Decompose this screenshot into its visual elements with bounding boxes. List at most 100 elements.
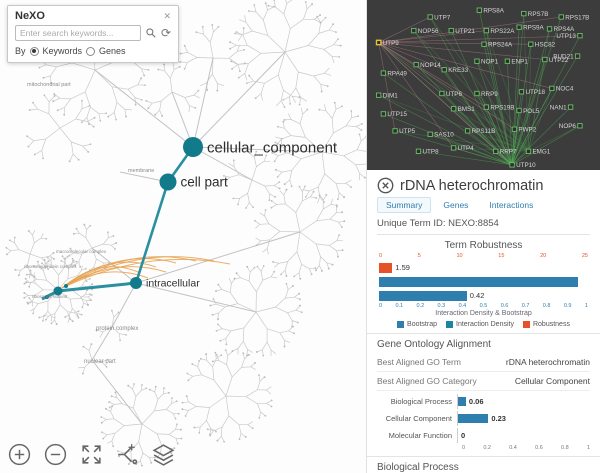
gene-node-pwp2[interactable] [511, 126, 518, 132]
search-panel: NeXO ✕ ⟳ By Keywords Genes [7, 5, 179, 63]
network-edge [467, 130, 529, 152]
expand-tree-icon[interactable] [114, 441, 141, 468]
layers-icon[interactable] [150, 441, 177, 468]
gene-node-nop56[interactable] [411, 27, 417, 34]
radio-genes[interactable] [86, 46, 96, 56]
gene-node-bms1[interactable] [450, 106, 457, 112]
gene-node-emg1[interactable] [525, 148, 532, 154]
gene-node-utp5[interactable] [392, 128, 398, 134]
tree-leaf-dot [306, 108, 309, 111]
biological-process-section-title: Biological Process [377, 462, 459, 473]
gene-label: NOP14 [420, 62, 441, 69]
gene-node-utp7[interactable] [427, 14, 433, 20]
term-node-cellular-component[interactable] [183, 137, 203, 157]
zoom-out-icon[interactable] [42, 441, 69, 468]
zoom-in-icon[interactable] [6, 441, 33, 468]
gene-node-nop1[interactable] [474, 58, 480, 64]
gene-node-kre33[interactable] [441, 67, 447, 73]
gene-node-hsc82[interactable] [528, 41, 534, 47]
gene-node-rps11b[interactable] [464, 128, 471, 134]
gene-node-rrp7[interactable] [493, 148, 499, 154]
term-node-small[interactable] [45, 295, 49, 299]
fit-to-screen-icon[interactable] [78, 441, 105, 468]
legend-item: Bootstrap [397, 321, 437, 328]
tree-leaf-dot [71, 257, 74, 260]
tree-leaf-dot [89, 299, 92, 301]
gene-node-enp1[interactable] [504, 58, 511, 64]
close-detail-icon[interactable] [377, 177, 394, 194]
gene-label: UTP7 [434, 14, 451, 21]
tree-leaf-dot [101, 431, 103, 434]
gene-node-rps8a[interactable] [476, 7, 482, 13]
gene-node-rps24a[interactable] [481, 41, 487, 47]
gene-node-sas10[interactable] [427, 131, 433, 137]
search-input[interactable] [15, 25, 141, 41]
gene-label: NOP1 [481, 59, 499, 66]
gene-node-rps4a[interactable] [546, 26, 553, 32]
robustness-axis-title: Interaction Density & Bootstrap [435, 310, 532, 317]
radio-keywords[interactable] [29, 46, 39, 56]
gene-node-utp18[interactable] [518, 89, 525, 95]
tree-leaf-dot [64, 316, 67, 318]
gene-node-bud21[interactable] [574, 53, 581, 59]
term-node-intracellular[interactable] [130, 277, 142, 289]
alignment-row-label: Best Aligned GO Term [377, 357, 461, 367]
by-label: By [15, 46, 26, 56]
network-edge [507, 61, 513, 165]
gene-node-pol5[interactable] [516, 107, 522, 114]
gene-node-rps9a[interactable] [516, 24, 522, 30]
tree-leaf-dot [82, 372, 84, 375]
tree-leaf-dot [102, 437, 105, 440]
network-edge [483, 44, 513, 165]
term-node-cell-part[interactable] [159, 173, 177, 191]
tree-leaf-dot [245, 207, 248, 209]
tab-summary[interactable]: Summary [377, 197, 432, 213]
gene-node-nop14[interactable] [413, 61, 419, 68]
tree-leaf-dot [234, 32, 237, 35]
tree-leaf-dot [336, 205, 338, 208]
term-node-small[interactable] [64, 284, 68, 288]
gene-node-utp15[interactable] [380, 111, 387, 117]
legend-swatch [397, 321, 405, 328]
gene-node-rps17b[interactable] [558, 14, 564, 20]
tree-leaf-dot [255, 150, 258, 153]
gene-node-rrp9[interactable] [474, 90, 480, 97]
tab-interactions[interactable]: Interactions [489, 200, 534, 210]
gene-node-utp9[interactable] [375, 39, 382, 46]
gene-node-utp8[interactable] [415, 148, 422, 154]
gene-node-utp4[interactable] [450, 145, 457, 151]
gene-node-rps7b[interactable] [521, 10, 527, 17]
tree-leaf-dot [338, 234, 340, 237]
term-node-label: intracellular [146, 278, 200, 290]
gene-node-dim1[interactable] [376, 92, 382, 98]
gene-node-utp22[interactable] [542, 56, 548, 63]
search-icon[interactable] [145, 27, 157, 39]
robustness-bar-value: 1.59 [395, 263, 410, 272]
tree-leaf-dot [75, 227, 78, 230]
term-node-ribosomal-subunit[interactable] [53, 286, 63, 296]
gene-node-utp13[interactable] [577, 33, 583, 39]
tree-leaf-dot [239, 70, 241, 73]
gene-node-rps19b[interactable] [483, 104, 489, 110]
tree-leaf-dot [68, 254, 71, 257]
tab-genes[interactable]: Genes [443, 200, 469, 210]
gene-node-rps22a[interactable] [483, 27, 489, 34]
tree-leaf-dot [242, 352, 245, 354]
gene-node-noc4[interactable] [549, 85, 555, 92]
reset-icon[interactable]: ⟳ [160, 26, 171, 40]
gene-node-rpa49[interactable] [380, 70, 387, 76]
tree-leaf-dot [319, 14, 321, 16]
gene-node-utp6[interactable] [439, 90, 445, 97]
network-edge [523, 13, 529, 152]
close-icon[interactable]: ✕ [163, 10, 171, 21]
tree-leaf-dot [270, 405, 273, 408]
tree-leaf-dot [173, 447, 176, 450]
tree-leaf-dot [285, 282, 288, 285]
gene-node-nan1[interactable] [567, 104, 574, 110]
gene-node-utp10[interactable] [509, 162, 515, 168]
gene-node-utp21[interactable] [448, 27, 454, 34]
gene-node-nop6[interactable] [577, 123, 583, 129]
